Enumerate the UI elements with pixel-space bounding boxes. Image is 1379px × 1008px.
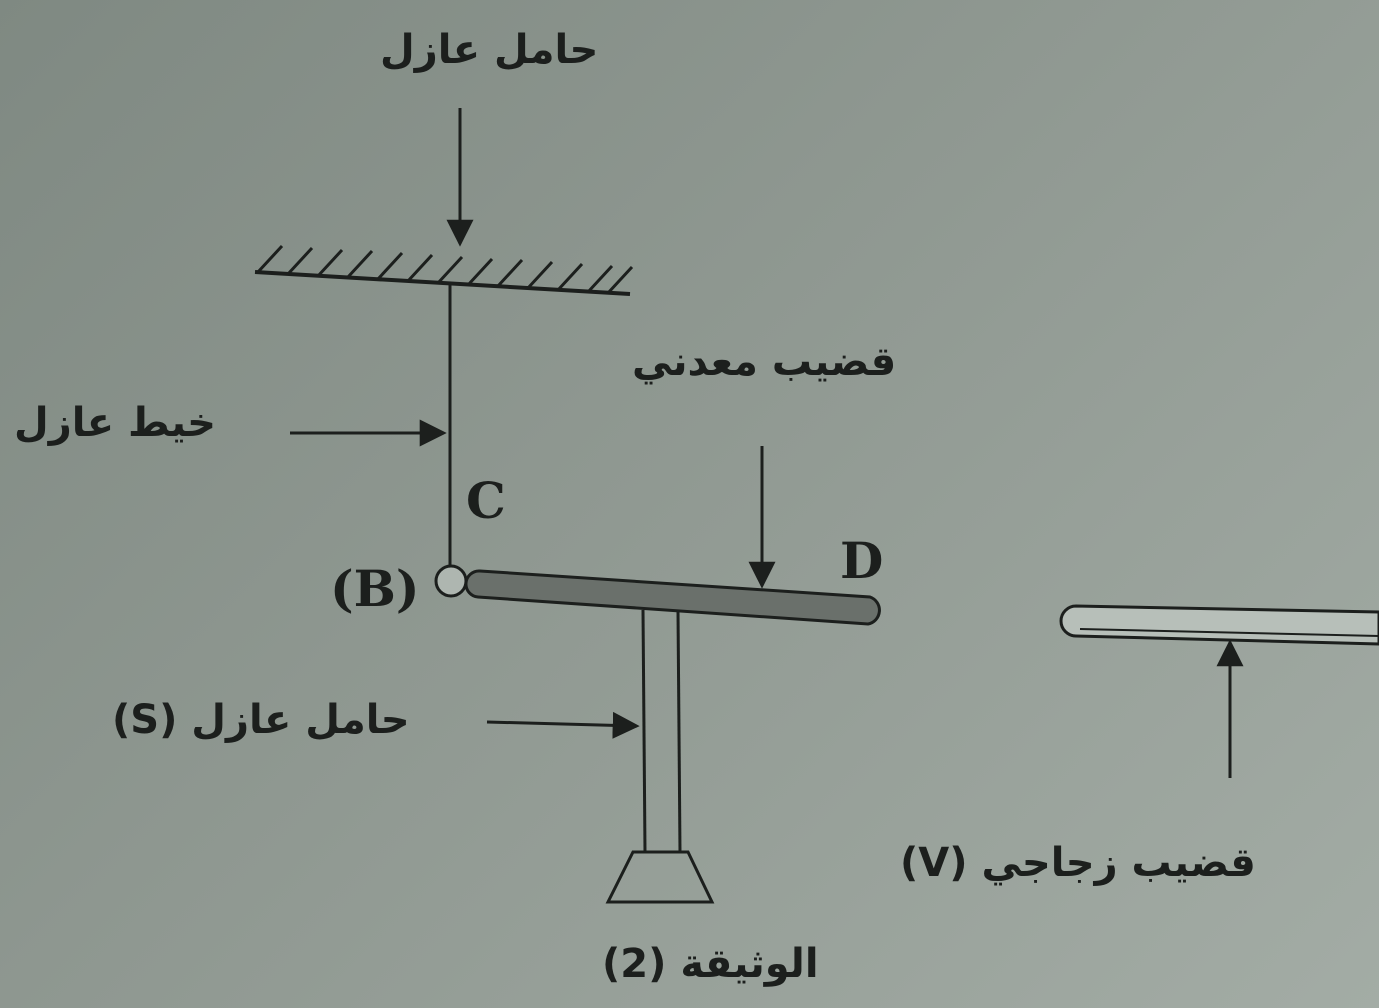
thread-label: خيط عازل	[14, 400, 216, 446]
point-b-label: (B)	[330, 559, 420, 618]
metal-rod	[464, 569, 881, 626]
metal-rod-label: قضيب معدني	[632, 339, 897, 385]
glass-rod-label: قضيب زجاجي (V)	[900, 840, 1256, 886]
glass-rod	[1059, 604, 1379, 646]
point-d-label: D	[840, 531, 884, 590]
insulating-stand	[605, 609, 715, 904]
document-label: الوثيقة (2)	[602, 941, 819, 987]
top-support-label: حامل عازل	[380, 27, 599, 73]
ball-b	[434, 564, 468, 598]
stand-label: حامل عازل (S)	[112, 697, 410, 743]
point-c-label: C	[466, 471, 506, 530]
ceiling-support	[254, 244, 634, 296]
stand-arrow	[486, 711, 640, 739]
